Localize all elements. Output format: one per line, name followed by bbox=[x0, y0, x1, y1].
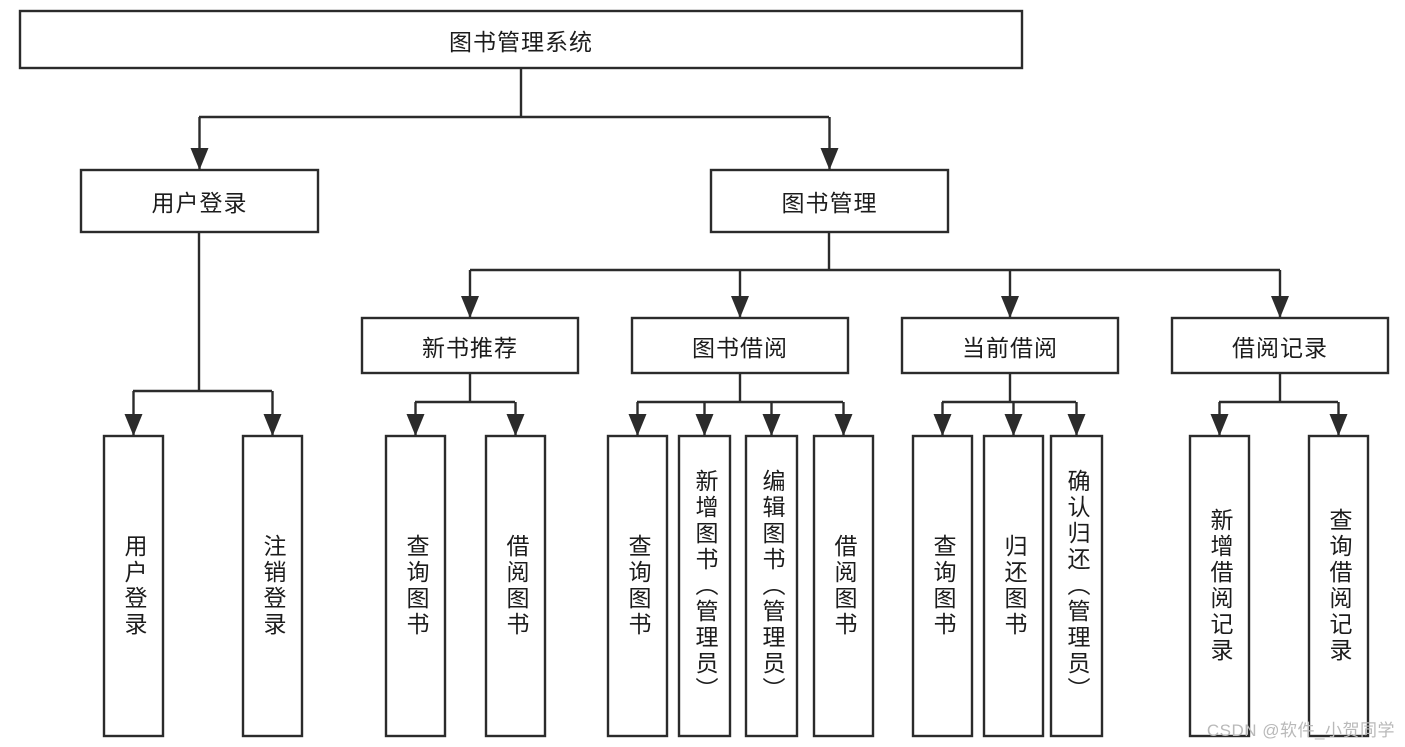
node-leaf-query-book-1[interactable] bbox=[384, 434, 447, 738]
arrow-head bbox=[124, 414, 143, 436]
arrow-head bbox=[1001, 296, 1019, 318]
arrow-head bbox=[190, 148, 209, 170]
conn-user-login bbox=[124, 232, 282, 436]
arrow-head bbox=[731, 296, 749, 318]
conn-borrow-record bbox=[1210, 373, 1348, 436]
arrow-head bbox=[506, 414, 525, 436]
node-leaf-query-book-2[interactable] bbox=[606, 434, 669, 738]
arrow-head bbox=[461, 296, 479, 318]
arrow-head bbox=[1271, 296, 1289, 318]
node-leaf-query-record[interactable] bbox=[1307, 434, 1370, 738]
arrow-head bbox=[406, 414, 425, 436]
arrow-head bbox=[820, 148, 839, 170]
node-current-borrow[interactable] bbox=[900, 316, 1120, 375]
connector-layer bbox=[124, 68, 1348, 436]
node-leaf-add-book[interactable] bbox=[677, 434, 732, 738]
node-borrow-record[interactable] bbox=[1170, 316, 1390, 375]
conn-new-book-recommend bbox=[406, 373, 525, 436]
node-layer bbox=[18, 9, 1390, 738]
arrow-head bbox=[1329, 414, 1348, 436]
conn-current-borrow bbox=[933, 373, 1086, 436]
node-leaf-user-login[interactable] bbox=[102, 434, 165, 738]
node-new-book-recommend[interactable] bbox=[360, 316, 580, 375]
arrow-head bbox=[263, 414, 282, 436]
node-root[interactable] bbox=[18, 9, 1024, 70]
node-leaf-borrow-book-1[interactable] bbox=[484, 434, 547, 738]
node-leaf-user-logout[interactable] bbox=[241, 434, 304, 738]
arrow-head bbox=[695, 414, 714, 436]
conn-book-manage bbox=[461, 232, 1289, 318]
node-leaf-edit-book[interactable] bbox=[744, 434, 799, 738]
conn-book-borrow bbox=[628, 373, 853, 436]
arrow-head bbox=[933, 414, 952, 436]
node-book-borrow[interactable] bbox=[630, 316, 850, 375]
node-leaf-confirm-return[interactable] bbox=[1049, 434, 1104, 738]
node-leaf-query-book-3[interactable] bbox=[911, 434, 974, 738]
arrow-head bbox=[1210, 414, 1229, 436]
arrow-head bbox=[762, 414, 781, 436]
node-user-login[interactable] bbox=[79, 168, 320, 234]
arrow-head bbox=[628, 414, 647, 436]
arrow-head bbox=[1004, 414, 1023, 436]
watermark: CSDN @软件_小贺同学 bbox=[1206, 721, 1395, 740]
conn-root bbox=[190, 68, 839, 170]
arrow-head bbox=[834, 414, 853, 436]
node-leaf-borrow-book-2[interactable] bbox=[812, 434, 875, 738]
node-book-manage[interactable] bbox=[709, 168, 950, 234]
node-leaf-add-record[interactable] bbox=[1188, 434, 1251, 738]
arrow-head bbox=[1067, 414, 1086, 436]
node-leaf-return-book[interactable] bbox=[982, 434, 1045, 738]
